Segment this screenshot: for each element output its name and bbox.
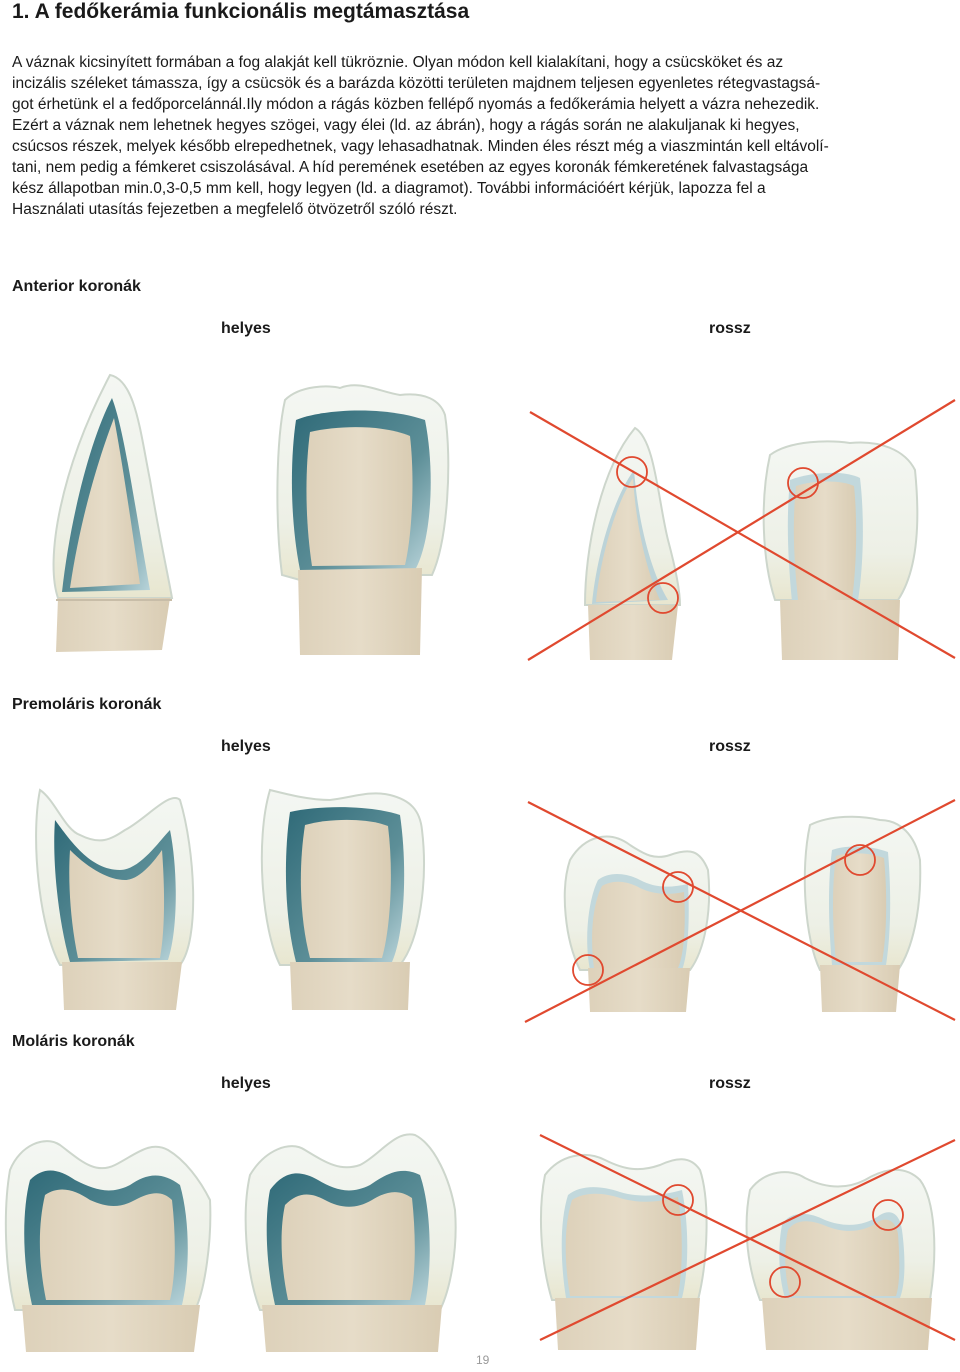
premolar-correct-1 [35,788,195,1010]
paragraph-line: csúcsos részek, melyek később elrepedhet… [12,138,829,155]
page-number: 19 [476,1353,490,1367]
label-correct-molar: helyes [221,1075,271,1092]
intro-paragraph: A váznak kicsinyített formában a fog ala… [12,52,942,220]
anterior-wrong-front [762,440,919,660]
paragraph-line: got érhetünk el a fedőporcelánnál.Ily mó… [12,96,820,113]
error-circle [616,456,648,488]
page-title: 1. A fedőkerámia funkcionális megtámaszt… [12,0,470,23]
label-wrong-molar: rossz [709,1075,751,1092]
error-circle [647,582,679,614]
premolar-wrong-cross [524,799,956,1023]
paragraph-line: kész állapotban min.0,3-0,5 mm kell, hog… [12,180,766,197]
premolar-wrong-2 [803,815,922,1012]
section-heading-anterior: Anterior koronák [12,278,141,295]
label-correct-anterior: helyes [221,320,271,337]
molar-wrong-2 [745,1168,936,1350]
premolar-correct-2 [260,788,425,1010]
error-circle [572,954,604,986]
error-circle [872,1199,904,1231]
label-correct-premolar: helyes [221,738,271,755]
anterior-correct-front [276,384,450,655]
error-circle [662,871,694,903]
label-wrong-premolar: rossz [709,738,751,755]
error-circle [844,844,876,876]
paragraph-line: Használati utasítás fejezetben a megfele… [12,201,458,218]
paragraph-line: incizális széleket támassza, így a csücs… [12,75,821,92]
anterior-wrong-cross [527,399,956,661]
error-circle [662,1184,694,1216]
error-circle [769,1266,801,1298]
molar-correct-1 [4,1140,212,1352]
section-heading-molar: Moláris koronák [12,1033,135,1050]
molar-wrong-1 [540,1154,708,1350]
anterior-correct-incisor [52,373,174,652]
premolar-wrong-1 [563,835,711,1012]
section-heading-premolar: Premoláris koronák [12,696,162,713]
molar-correct-2 [244,1133,457,1352]
paragraph-line: tani, nem pedig a fémkeret csiszolásával… [12,159,809,176]
anterior-wrong-incisor [583,426,682,660]
error-circle [787,467,819,499]
molar-wrong-cross [539,1134,956,1341]
label-wrong-anterior: rossz [709,320,751,337]
paragraph-line: Ezért a váznak nem lehetnek hegyes szöge… [12,117,800,134]
paragraph-line: A váznak kicsinyített formában a fog ala… [12,54,784,71]
